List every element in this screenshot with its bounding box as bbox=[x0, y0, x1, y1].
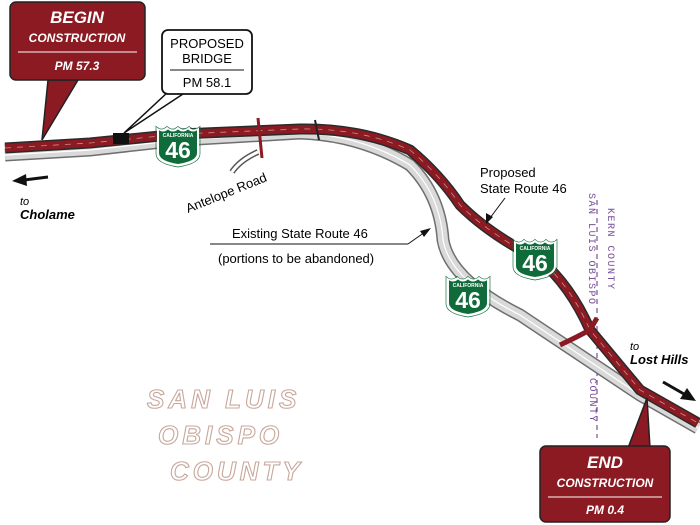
east-arrow-icon bbox=[662, 380, 696, 401]
bridge-line2: BRIDGE bbox=[182, 51, 232, 66]
svg-text:CALIFORNIA: CALIFORNIA bbox=[520, 246, 551, 252]
proposed-route-label: Proposed State Route 46 bbox=[480, 165, 567, 224]
proposed-connector bbox=[558, 316, 600, 348]
bridge-line1: PROPOSED bbox=[170, 36, 244, 51]
bridge-marker bbox=[113, 133, 129, 144]
svg-text:SAN LUIS: SAN LUIS bbox=[147, 384, 300, 414]
california-route-shield-icon: CALIFORNIA 46 bbox=[445, 275, 491, 318]
begin-construction-callout: BEGIN CONSTRUCTION PM 57.3 bbox=[9, 1, 146, 141]
crossroad-tick bbox=[314, 119, 320, 141]
proposed-route-46 bbox=[4, 123, 700, 428]
end-construction-callout: END CONSTRUCTION PM 0.4 bbox=[539, 397, 671, 523]
svg-text:Existing State Route 46: Existing State Route 46 bbox=[232, 226, 368, 241]
end-subtitle: CONSTRUCTION bbox=[557, 476, 654, 490]
slo-county-word: COUNTY bbox=[586, 378, 597, 423]
east-to-label: to bbox=[630, 341, 639, 353]
begin-subtitle: CONSTRUCTION bbox=[29, 31, 126, 45]
begin-postmile: PM 57.3 bbox=[55, 59, 100, 73]
crossroad-tick bbox=[256, 117, 264, 159]
proposed-bridge-callout: PROPOSED BRIDGE PM 58.1 bbox=[123, 29, 253, 134]
svg-text:State Route 46: State Route 46 bbox=[480, 181, 567, 196]
west-destination: Cholame bbox=[20, 207, 75, 222]
west-to-label: to bbox=[20, 196, 29, 208]
kern-county-label: KERN COUNTY bbox=[604, 208, 615, 291]
svg-text:CALIFORNIA: CALIFORNIA bbox=[453, 283, 484, 289]
svg-text:46: 46 bbox=[455, 287, 481, 313]
county-area-label: SAN LUIS OBISPO COUNTY bbox=[146, 383, 304, 486]
antelope-road-label: Antelope Road bbox=[184, 170, 269, 216]
bridge-postmile: PM 58.1 bbox=[183, 75, 231, 90]
begin-title: BEGIN bbox=[50, 8, 105, 27]
existing-route-label: Existing State Route 46 (portions to be … bbox=[210, 226, 431, 266]
svg-text:OBISPO: OBISPO bbox=[158, 420, 283, 450]
svg-text:Proposed: Proposed bbox=[480, 165, 536, 180]
antelope-road bbox=[229, 149, 260, 174]
slo-county-label: SAN LUIS OBISPO bbox=[585, 193, 596, 306]
svg-text:46: 46 bbox=[522, 250, 548, 276]
end-title: END bbox=[587, 453, 623, 472]
end-postmile: PM 0.4 bbox=[586, 503, 624, 517]
west-arrow-icon bbox=[12, 174, 49, 186]
svg-text:(portions to be abandoned): (portions to be abandoned) bbox=[218, 251, 374, 266]
california-route-shield-icon: CALIFORNIA 46 bbox=[512, 238, 558, 281]
svg-text:CALIFORNIA: CALIFORNIA bbox=[163, 133, 194, 139]
svg-text:COUNTY: COUNTY bbox=[170, 456, 304, 486]
svg-text:46: 46 bbox=[165, 137, 191, 163]
california-route-shield-icon: CALIFORNIA 46 bbox=[155, 125, 201, 168]
east-destination: Lost Hills bbox=[630, 352, 689, 367]
